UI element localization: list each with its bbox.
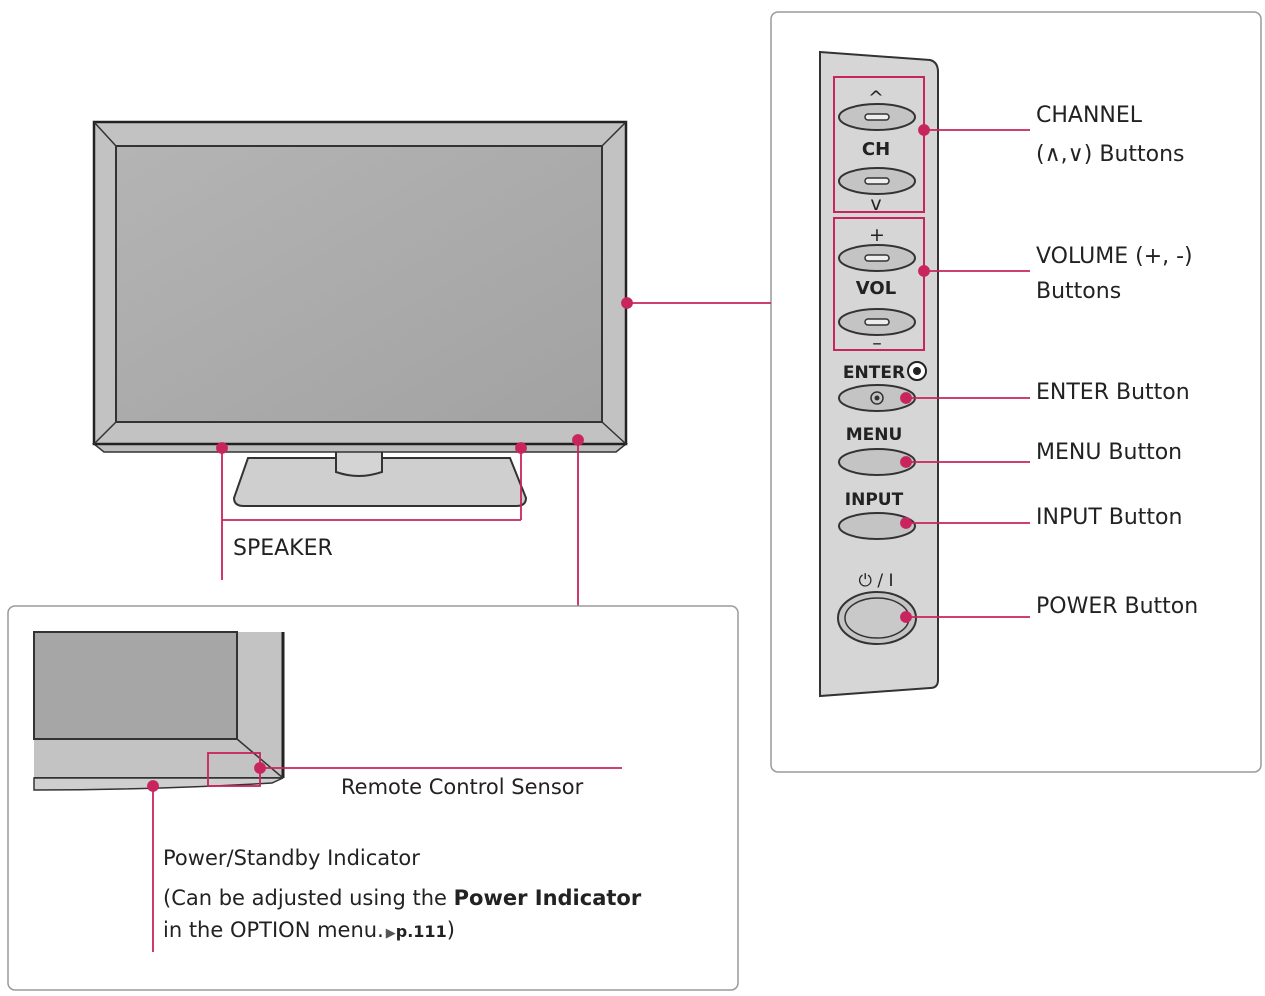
channel-button-group [833,76,925,213]
power-indicator-note-line2: in the OPTION menu.▶p.111) [163,917,455,944]
channel-up-button[interactable] [838,103,916,131]
panel-callout-lines [900,124,1030,623]
volume-up-symbol: + [869,224,885,246]
input-label: INPUT [845,490,904,510]
note-bold-setting: Power Indicator [453,886,642,910]
menu-callout: MENU Button [1036,440,1183,465]
channel-callout-line2: (∧,∨) Buttons [1036,142,1185,167]
power-label: ⏻ / I [859,571,894,591]
volume-callout-line1: VOLUME (+, -) [1036,244,1193,269]
page-reference: p.111 [395,922,447,941]
note-prefix: (Can be adjusted using the [163,886,454,910]
volume-down-button[interactable] [838,308,916,336]
menu-label: MENU [846,425,903,445]
enter-indicator-icon [907,361,927,381]
closeup-screen [33,631,238,740]
remote-sensor-label: Remote Control Sensor [341,775,584,799]
enter-callout: ENTER Button [1036,380,1190,405]
note-close-paren: ) [446,918,455,942]
tv-screen [115,145,603,423]
input-callout: INPUT Button [1036,505,1183,530]
channel-down-button[interactable] [838,167,916,195]
tv-corner-closeup [33,631,285,791]
power-indicator-label: Power/Standby Indicator [163,846,420,870]
power-callout: POWER Button [1036,594,1199,619]
tv-callout-lines [216,297,771,606]
speaker-label: SPEAKER [233,536,333,561]
volume-label: VOL [856,278,896,299]
enter-label: ENTER [843,363,905,383]
volume-up-button[interactable] [838,244,916,272]
volume-button-group [833,217,925,351]
channel-callout-line1: CHANNEL [1036,103,1143,128]
input-button[interactable] [838,512,916,540]
tv-front-view [91,120,629,507]
channel-down-symbol: v [870,193,881,215]
tv-stand-base [232,457,528,507]
note-line2-text: in the OPTION menu. [163,918,384,942]
volume-callout-line2: Buttons [1036,279,1122,304]
page-arrow-icon: ▶ [385,926,396,941]
channel-label: CH [862,139,890,160]
power-indicator-note-line1: (Can be adjusted using the Power Indicat… [163,885,641,912]
volume-down-symbol: – [872,332,882,354]
detail-callout-lines [147,762,622,952]
